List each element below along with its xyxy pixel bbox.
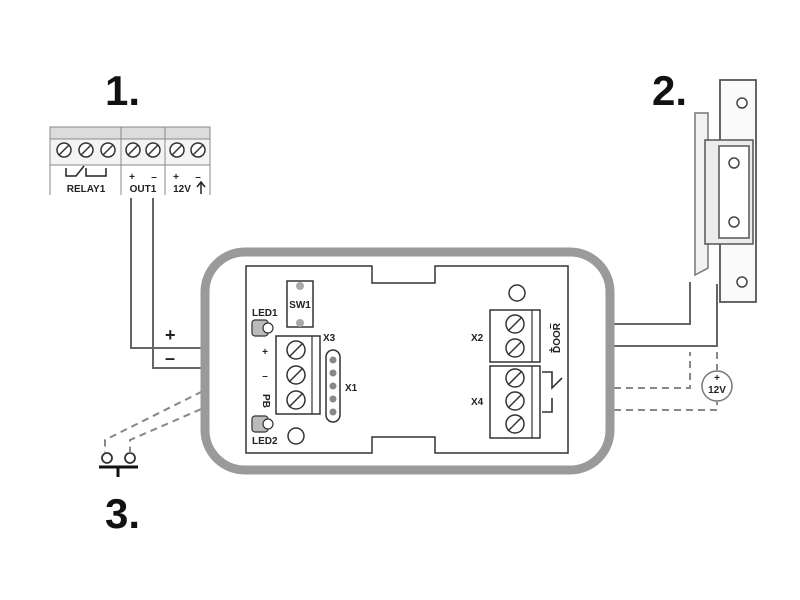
power-supply-label: 12V <box>708 385 726 396</box>
terminal-screw <box>286 365 306 385</box>
x1-label: X1 <box>345 383 358 394</box>
terminal-screw <box>100 142 116 158</box>
terminal-screw <box>286 340 306 360</box>
x3-plus-sign: + <box>262 347 268 358</box>
callout-2: 2. <box>652 67 687 114</box>
x1-pin <box>329 382 337 390</box>
led1-lens <box>262 322 274 334</box>
terminal-screw <box>190 142 206 158</box>
relay-contact-symbol <box>65 165 85 177</box>
mounting-hole <box>287 427 305 445</box>
power-supply-circle <box>701 370 733 402</box>
x4-relay-symbol <box>542 398 553 413</box>
led1 <box>251 319 274 337</box>
terminal-screw <box>505 368 525 388</box>
power-supply-plus: + <box>714 373 720 384</box>
strike-screw-hole <box>736 276 748 288</box>
x1-pin <box>329 369 337 377</box>
terminal-screw <box>505 391 525 411</box>
v12-plus-sign: + <box>173 172 179 183</box>
sw1-label: SW1 <box>289 300 311 311</box>
relay-contact-symbol <box>85 168 107 177</box>
door-strike <box>694 79 757 303</box>
door-minus-sign: – <box>545 323 556 329</box>
relay1-label: RELAY1 <box>67 184 106 195</box>
terminal-screw <box>78 142 94 158</box>
terminal-screw <box>145 142 161 158</box>
led1-label: LED1 <box>252 308 278 319</box>
sw1-contact <box>296 319 304 327</box>
wire-pushbutton-a <box>104 369 246 453</box>
terminal-screw <box>169 142 185 158</box>
x4-relay-symbol <box>542 371 563 390</box>
v12-minus-sign: – <box>195 172 201 183</box>
push-button-contact <box>124 452 136 464</box>
callout-3: 3. <box>105 490 140 537</box>
terminal-screw <box>505 314 525 334</box>
out1-minus-sign: – <box>151 172 157 183</box>
strike-screw-hole <box>728 157 740 169</box>
out1-plus-sign: + <box>129 172 135 183</box>
wire-plus-sign: + <box>165 325 176 345</box>
push-button <box>99 452 138 477</box>
x3-label: X3 <box>323 333 336 344</box>
terminal-block-top <box>49 126 211 140</box>
x3-terminal <box>275 335 321 415</box>
door-plus-sign: + <box>545 347 556 353</box>
callout-1: 1. <box>105 67 140 114</box>
wire-minus-sign: – <box>165 348 175 368</box>
terminal-screw <box>505 414 525 434</box>
v12-label: 12V <box>173 184 191 195</box>
door-label: DOOR <box>552 322 563 353</box>
led2-lens <box>262 418 274 430</box>
terminal-screw <box>286 390 306 410</box>
sw1-switch: SW1 <box>286 280 314 328</box>
x4-terminal <box>489 365 541 439</box>
x2-label: X2 <box>471 333 484 344</box>
pb-label: PB <box>260 394 271 408</box>
x2-terminal <box>489 309 541 363</box>
terminal-screw <box>505 338 525 358</box>
power-supply-12v: + 12V <box>701 370 733 402</box>
terminal-screw <box>125 142 141 158</box>
arrow-up-icon <box>196 180 206 194</box>
x3-minus-sign: – <box>262 371 268 382</box>
terminal-screw <box>56 142 72 158</box>
mounting-hole <box>508 284 526 302</box>
led2-label: LED2 <box>252 436 278 447</box>
x1-pin-header <box>325 349 341 423</box>
x1-pin <box>329 356 337 364</box>
x1-pin <box>329 395 337 403</box>
controller-terminal-block: RELAY1 + – OUT1 + – 12V <box>49 126 211 195</box>
strike-screw-hole <box>728 216 740 228</box>
led2 <box>251 415 274 433</box>
push-button-contact <box>101 452 113 464</box>
strike-screw-hole <box>736 97 748 109</box>
x1-pin <box>329 408 337 416</box>
x4-label: X4 <box>471 397 484 408</box>
sw1-contact <box>296 282 304 290</box>
out1-label: OUT1 <box>130 184 157 195</box>
